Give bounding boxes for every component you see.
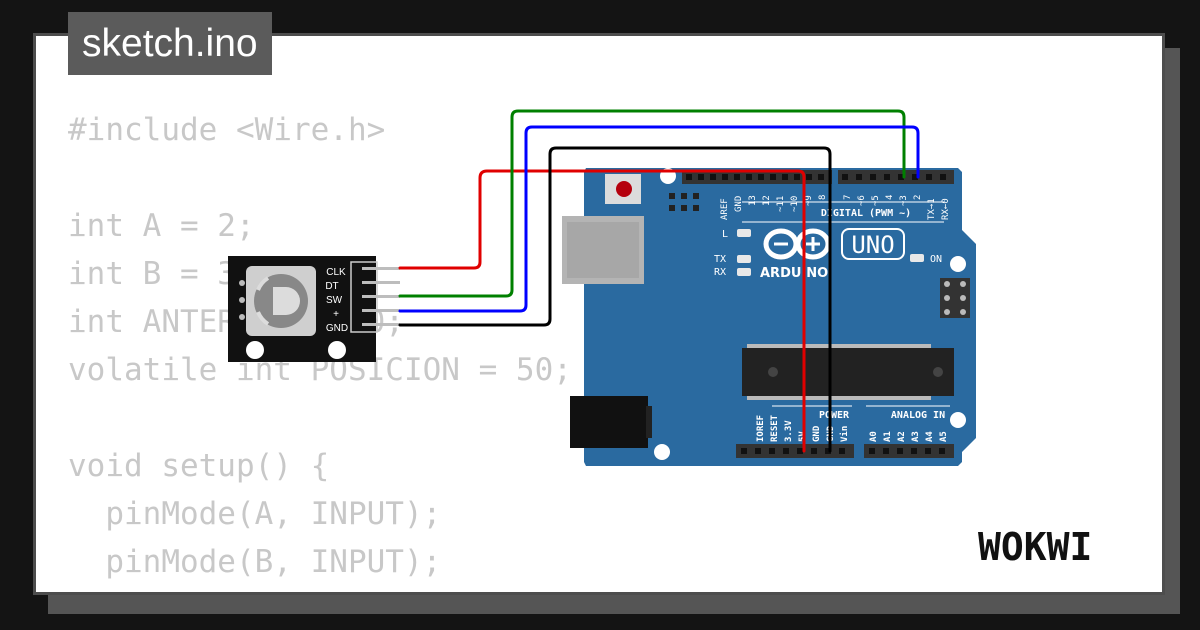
- pin-label: IOREF: [756, 415, 766, 442]
- led-tx: [737, 255, 751, 263]
- pin-label: A2: [897, 431, 907, 442]
- digital-pin-labels: AREF GND 13 12 ~11 ~10 ~9 8 7 ~6 ~5 4 ~3…: [720, 195, 951, 220]
- chip-dot: [768, 367, 778, 377]
- mount-hole: [654, 444, 670, 460]
- pin-label: 3.3V: [784, 420, 794, 442]
- pin-label: RX←0: [941, 198, 951, 220]
- power-header: [736, 444, 854, 458]
- code-line: pinMode(A, INPUT);: [68, 496, 442, 532]
- pin-label: 4: [885, 195, 895, 200]
- encoder-pin-label: SW: [326, 295, 343, 306]
- wokwi-logo-text: WOKWI: [978, 525, 1092, 569]
- pin-label: ~9: [804, 195, 814, 206]
- arduino-logo-icon: [763, 228, 831, 260]
- brand-label: ARDUINO: [760, 266, 828, 281]
- code-line: int A = 2;: [68, 208, 255, 244]
- pin-label: 8: [818, 195, 828, 200]
- encoder-pin-label: CLK: [326, 267, 346, 278]
- model-label: UNO: [851, 231, 894, 259]
- analog-label: ANALOG IN: [891, 410, 945, 421]
- usb-b-inner: [567, 222, 639, 278]
- chip-dot: [933, 367, 943, 377]
- digital-header-left: [682, 170, 832, 184]
- pin-label: GND: [734, 196, 744, 212]
- pin-label: RESET: [770, 414, 780, 442]
- mount-hole: [239, 297, 245, 303]
- pin-label: A1: [883, 431, 893, 442]
- led-tx-label: TX: [714, 254, 726, 265]
- pin-label: A4: [925, 431, 935, 442]
- led-on: [910, 254, 924, 262]
- mount-hole: [328, 341, 346, 359]
- icsp-header: [664, 189, 704, 215]
- pin-label: Vin: [839, 426, 850, 442]
- pin-label: A0: [869, 431, 879, 442]
- icsp2-pins: [940, 278, 970, 318]
- encoder-pin-label: GND: [326, 323, 348, 334]
- pin-label: AREF: [720, 198, 730, 220]
- arduino-uno[interactable]: AREF GND 13 12 ~11 ~10 ~9 8 7 ~6 ~5 4 ~3…: [562, 168, 976, 466]
- encoder-shaft: [273, 287, 300, 315]
- pin-label: 13: [748, 195, 758, 206]
- encoder-pin-label: DT: [325, 281, 338, 292]
- code-line: pinMode(B, INPUT);: [68, 544, 442, 580]
- pin-label: GND: [812, 425, 822, 442]
- pin-label: TX→1: [927, 198, 937, 220]
- power-jack-edge: [646, 406, 652, 438]
- wire-gnd[interactable]: [398, 146, 832, 453]
- power-jack: [570, 396, 648, 448]
- bottom-header-holes: [741, 448, 945, 454]
- power-label: POWER: [819, 410, 850, 421]
- pin-label: A3: [911, 431, 921, 442]
- chip-pins: [747, 344, 931, 400]
- wire-clk[interactable]: [398, 169, 806, 453]
- pin-label: A5: [939, 431, 949, 442]
- digital-label: DIGITAL (PWM ~): [821, 208, 911, 219]
- led-l: [737, 229, 751, 237]
- wire-dt[interactable]: [398, 109, 906, 298]
- mount-hole: [950, 412, 966, 428]
- pin-label: 7: [843, 195, 853, 200]
- rotary-encoder[interactable]: CLK DT SW + GND: [228, 256, 400, 362]
- led-l-label: L: [722, 229, 728, 240]
- mount-hole: [950, 256, 966, 272]
- mount-hole: [239, 314, 245, 320]
- file-tab[interactable]: sketch.ino: [68, 12, 272, 75]
- mount-hole: [246, 341, 264, 359]
- rotate-arrow-icon: [256, 276, 270, 291]
- code-line: #include <Wire.h>: [68, 112, 386, 148]
- mount-hole: [239, 280, 245, 286]
- pin-label: ~6: [857, 195, 867, 206]
- icsp-pins: [669, 193, 699, 211]
- digital-header-holes: [686, 174, 946, 180]
- wire-sw[interactable]: [398, 125, 920, 313]
- rotate-arrow-icon: [256, 311, 270, 326]
- file-tab-label: sketch.ino: [82, 22, 258, 65]
- pin-label: ~10: [790, 196, 800, 212]
- pin-label: 2: [913, 195, 923, 200]
- encoder-pins[interactable]: [362, 267, 400, 326]
- pin-label: ~3: [899, 195, 909, 206]
- encoder-pin-label: +: [333, 309, 339, 320]
- led-rx: [737, 268, 751, 276]
- digital-header-right: [838, 170, 954, 184]
- wokwi-logo-icon: WOKWI: [978, 525, 1092, 569]
- reset-button[interactable]: [616, 181, 632, 197]
- pin-label: ~5: [871, 195, 881, 206]
- pin-label: 12: [762, 195, 772, 206]
- model-badge: [841, 228, 905, 260]
- led-rx-label: RX: [714, 267, 726, 278]
- pin-label: ~11: [776, 196, 786, 212]
- analog-header: [864, 444, 954, 458]
- code-line: void setup() {: [68, 448, 330, 484]
- led-on-label: ON: [930, 254, 942, 265]
